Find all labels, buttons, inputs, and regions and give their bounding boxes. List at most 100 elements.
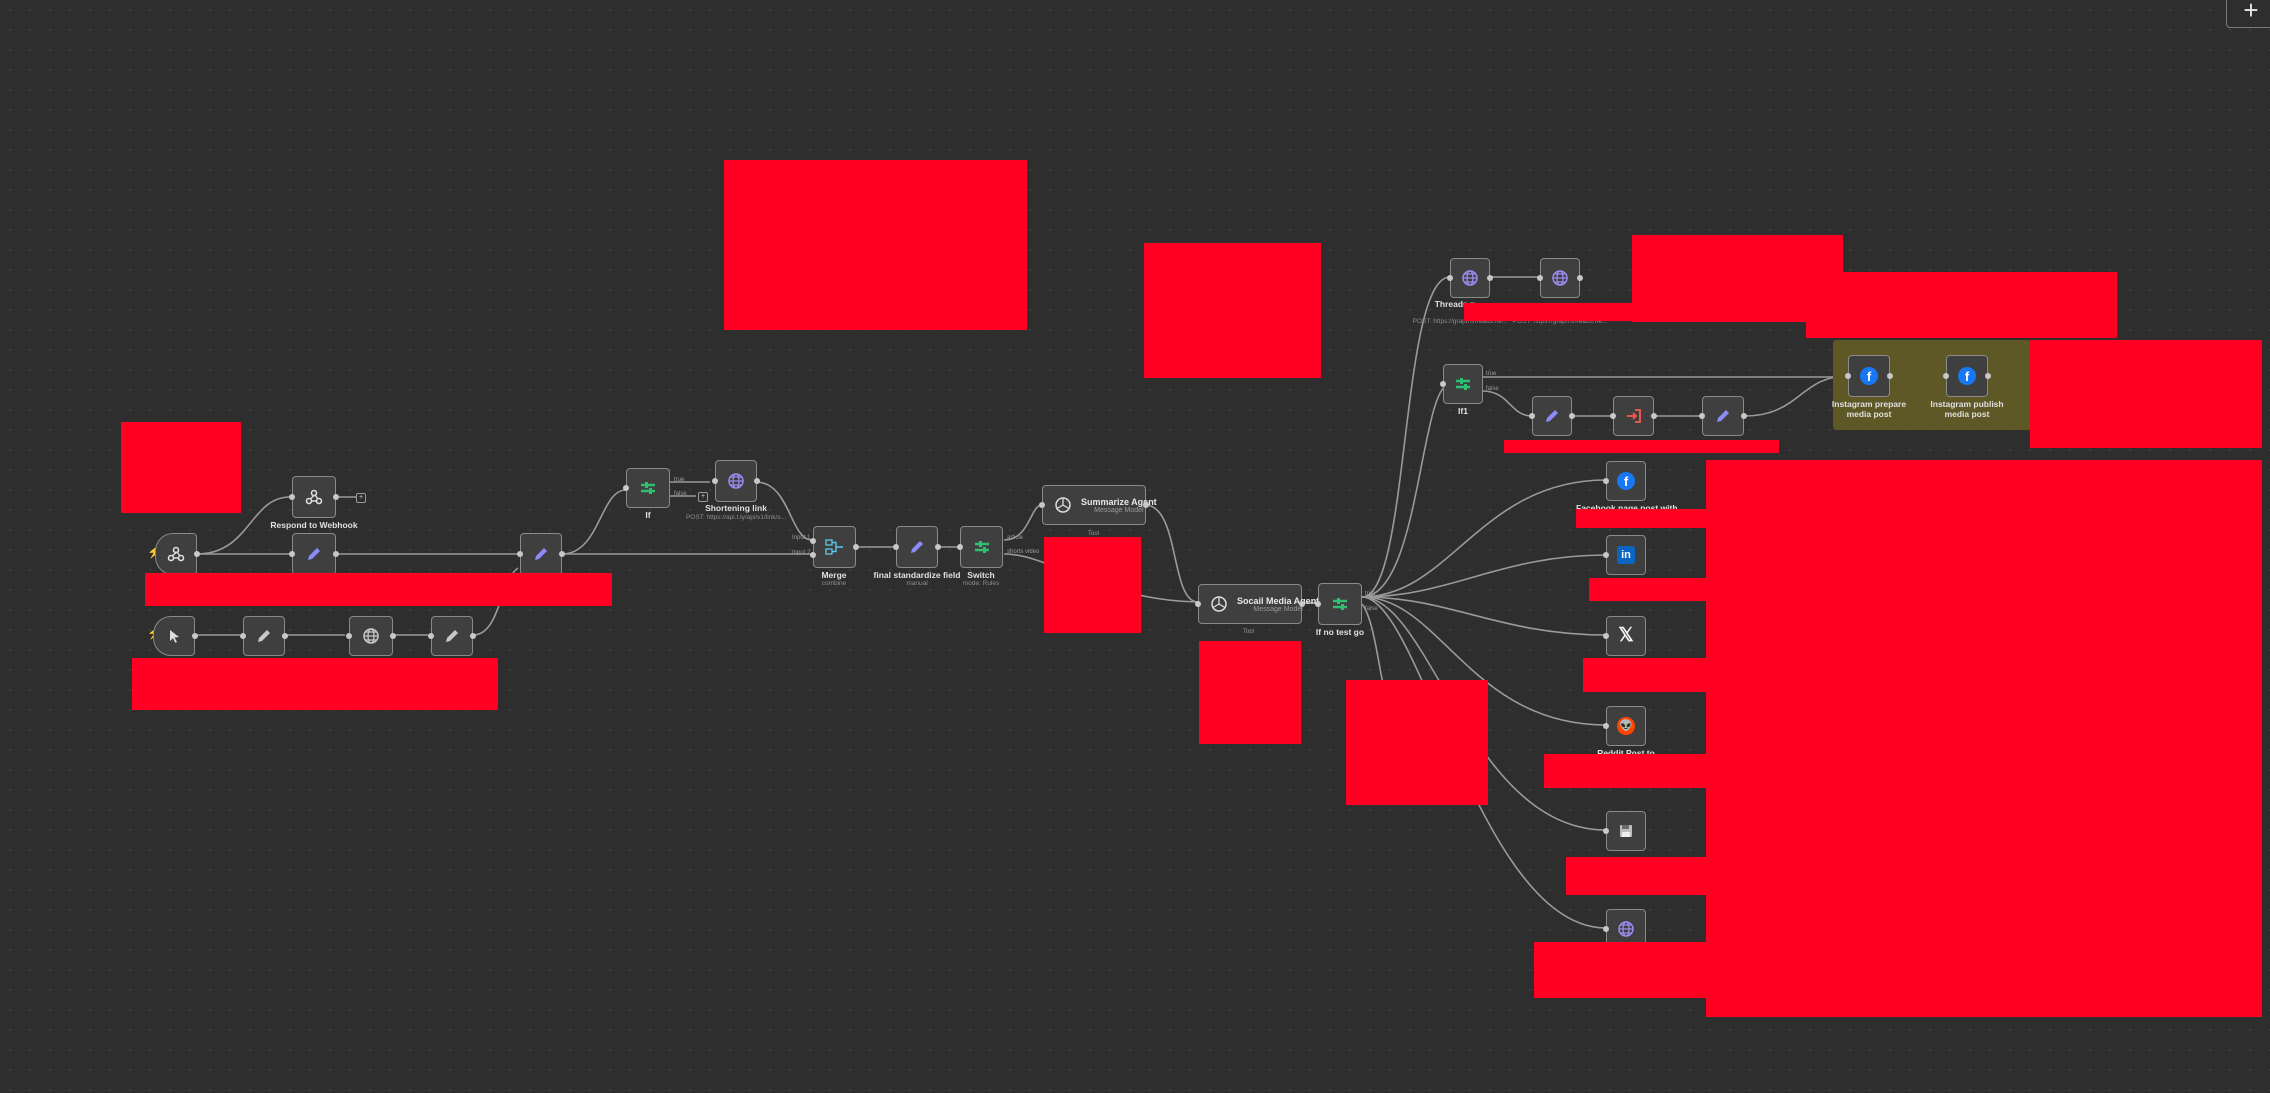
input-port[interactable] [623,485,629,491]
instagram-publish-node[interactable]: f [1943,355,1991,397]
node-subtitle: Message Model [1253,605,1303,613]
input-port[interactable] [240,633,246,639]
output-port[interactable] [192,633,198,639]
if1-node[interactable] [1440,364,1483,404]
globe-icon [1614,917,1638,941]
node-label: Instagram prepare media post [1831,399,1907,419]
input-port[interactable] [1943,373,1949,379]
edit-fields-node[interactable] [289,533,339,575]
reddit-post-node[interactable]: 👽 [1603,706,1646,746]
input-port[interactable] [517,551,523,557]
threads-request-node[interactable] [1537,258,1583,298]
webhook-trigger-node[interactable] [155,533,200,575]
output-port[interactable] [1487,275,1493,281]
input-port[interactable] [1603,478,1609,484]
output-port[interactable] [754,478,760,484]
input-port[interactable] [1610,413,1616,419]
input-port[interactable] [1603,633,1609,639]
redacted-area [1504,440,1779,453]
input-port[interactable] [1603,828,1609,834]
add-node-button[interactable]: + [2226,0,2270,28]
output-port[interactable] [333,551,339,557]
globe-icon [1548,266,1572,290]
redacted-area [121,422,241,513]
input-port[interactable] [1447,275,1453,281]
output-port[interactable] [935,544,941,550]
input-port[interactable] [1603,926,1609,932]
if-node[interactable] [623,468,670,508]
edit-fields-node[interactable] [1699,396,1747,436]
input-port[interactable] [712,478,718,484]
output-port[interactable] [1299,601,1305,607]
input-port[interactable] [957,544,963,550]
output-port[interactable] [470,633,476,639]
input-port[interactable] [1603,723,1609,729]
output-port[interactable] [282,633,288,639]
x-post-node[interactable]: 𝕏 [1603,616,1646,656]
node-label: Respond to Webhook [270,520,358,530]
output-port[interactable] [333,494,339,500]
switch-node[interactable] [957,526,1003,568]
output-port[interactable] [1985,373,1991,379]
output-port[interactable] [559,551,565,557]
summarize-agent-node[interactable]: Summarize Agent Message Model [1039,485,1157,525]
edit-fields-node[interactable] [428,616,476,656]
facebook-page-post-node[interactable]: f [1603,461,1646,501]
add-connection-button[interactable]: + [356,493,366,503]
edit-fields-node[interactable] [1529,396,1575,436]
pencil-icon [440,624,464,648]
if-icon [970,535,994,559]
input-port[interactable] [1529,413,1535,419]
output-port[interactable] [853,544,859,550]
threads-request-node[interactable] [1447,258,1493,298]
shortening-link-node[interactable] [712,460,760,502]
linkedin-node[interactable]: in [1603,535,1646,575]
input-port[interactable] [1440,381,1446,387]
output-port[interactable] [1143,502,1149,508]
input-port[interactable] [810,538,816,544]
output-port[interactable] [1569,413,1575,419]
instagram-prepare-node[interactable]: f [1845,355,1893,397]
input-port[interactable] [289,494,295,500]
cursor-icon [162,624,186,648]
input-port[interactable] [346,633,352,639]
input-port[interactable] [428,633,434,639]
http-request-node[interactable] [346,616,396,656]
input-port[interactable] [1195,601,1201,607]
final-standardize-field-node[interactable] [893,526,941,568]
input-port[interactable] [289,551,295,557]
respond-webhook-node[interactable] [289,476,339,518]
node-subtitle: manual [906,580,928,587]
social-media-agent-node[interactable]: Socail Media Agent Message Model [1195,584,1319,624]
edit-fields-node[interactable] [517,533,565,575]
save-node[interactable] [1603,811,1646,851]
input-port[interactable] [1315,601,1321,607]
input-port[interactable] [1603,552,1609,558]
if-no-test-go-node[interactable] [1315,583,1362,625]
input-port[interactable] [1845,373,1851,379]
redacted-area [724,160,1027,330]
input-port[interactable] [1699,413,1705,419]
openai-icon [1053,493,1073,517]
output-port[interactable] [194,551,200,557]
output-port[interactable] [1577,275,1583,281]
input-port[interactable] [893,544,899,550]
facebook-icon: f [1614,469,1638,493]
webhook-icon [302,485,326,509]
manual-trigger-node[interactable] [153,616,198,656]
output-port[interactable] [1651,413,1657,419]
node-label: If no test go [1315,627,1365,637]
output-port[interactable] [1741,413,1747,419]
input-port[interactable] [1039,502,1045,508]
tool-port-label: Tool [1088,531,1100,537]
input-port[interactable] [1537,275,1543,281]
edit-fields-node[interactable] [240,616,288,656]
merge-node[interactable] [810,526,859,568]
output-port[interactable] [1887,373,1893,379]
webhook-icon [164,542,188,566]
add-connection-button[interactable]: + [698,492,708,502]
output-port[interactable] [390,633,396,639]
login-node[interactable] [1610,396,1657,436]
node-label: Threads p [1434,299,1476,309]
input-port[interactable] [810,552,816,558]
